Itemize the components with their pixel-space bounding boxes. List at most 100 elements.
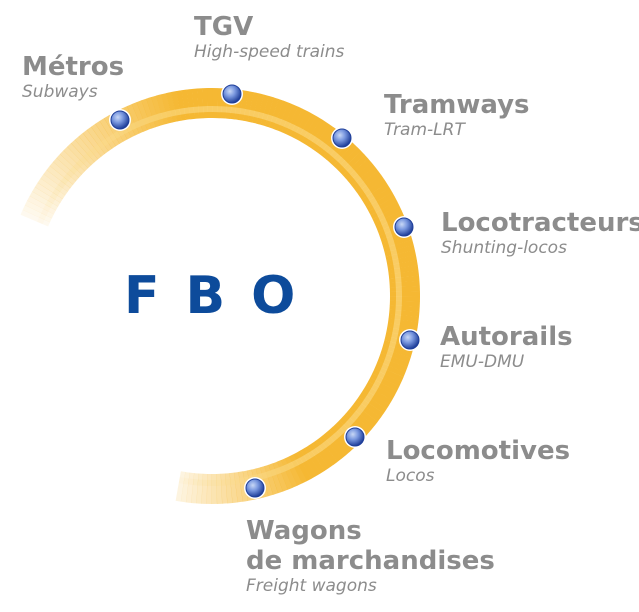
ring-highlight: [384, 354, 393, 362]
ring-highlight: [52, 188, 61, 196]
ring-segment: [345, 158, 372, 182]
ring-highlight: [300, 129, 308, 137]
ring-highlight: [394, 314, 402, 321]
ring-highlight: [270, 115, 278, 124]
ring-segment: [52, 157, 79, 182]
ring-highlight: [109, 133, 117, 142]
ring-highlight: [160, 111, 168, 119]
ring-segment: [387, 318, 419, 328]
ring-highlight: [358, 181, 367, 189]
ring-highlight: [337, 156, 346, 165]
ring-highlight: [377, 371, 386, 379]
ring-highlight: [371, 201, 380, 209]
ring-highlight: [315, 445, 323, 454]
ring-highlight: [323, 144, 331, 153]
ring-highlight: [394, 272, 402, 279]
ring-segment: [339, 150, 365, 176]
ring-highlight: [50, 192, 58, 200]
segment-label-autorails: Autorails EMU-DMU: [440, 322, 573, 372]
ring-highlight: [121, 126, 129, 135]
ring-highlight: [83, 153, 91, 161]
ring-segment: [363, 385, 393, 405]
ring-segment: [151, 95, 165, 126]
ring-segment: [186, 88, 195, 120]
ring-highlight: [381, 363, 389, 371]
segment-title: Locotracteurs: [441, 208, 639, 238]
ring-highlight: [248, 109, 255, 117]
ring-segment: [376, 215, 406, 232]
ring-segment: [329, 140, 354, 166]
ring-highlight: [319, 141, 328, 150]
ring-highlight: [257, 111, 264, 120]
ring-segment: [171, 91, 182, 122]
ring-segment: [276, 460, 293, 490]
ring-segment: [377, 356, 408, 373]
ring-segment: [24, 200, 54, 219]
segment-label-tgv: TGV High-speed trains: [194, 12, 344, 62]
ring-segment: [356, 174, 385, 197]
ring-highlight: [188, 478, 194, 486]
ring-highlight: [230, 106, 237, 114]
ring-highlight: [330, 434, 338, 442]
ring-segment: [34, 182, 63, 203]
ring-segment: [296, 450, 316, 479]
ring-highlight: [308, 134, 316, 142]
ring-segment: [46, 165, 74, 189]
ring-dot-core: [394, 217, 414, 237]
segment-subtitle: Subways: [22, 82, 98, 102]
ring-segment: [268, 463, 284, 494]
ring-dot-autorails: [399, 329, 421, 351]
ring-segment: [277, 102, 294, 133]
ring-segment: [180, 471, 190, 503]
ring-segment: [20, 209, 51, 227]
ring-segment: [161, 93, 173, 124]
ring-highlight: [156, 112, 163, 121]
ring-segment: [181, 89, 191, 120]
ring-highlight: [184, 107, 190, 115]
ring-segment: [336, 147, 362, 173]
ring-highlight: [330, 150, 339, 159]
ring-segment: [326, 429, 350, 456]
ring-highlight: [239, 108, 246, 115]
ring-highlight: [336, 427, 345, 436]
ring-segment: [359, 179, 388, 200]
ring-highlight: [113, 131, 121, 139]
ring-highlight: [389, 244, 397, 252]
ring-highlight: [296, 127, 304, 135]
segment-title: Métros: [22, 52, 125, 82]
ring-highlight: [57, 180, 66, 189]
ring-highlight: [278, 465, 286, 473]
ring-segment: [308, 443, 330, 471]
ring-highlight: [353, 174, 361, 182]
ring-segment: [304, 445, 325, 474]
ring-highlight: [270, 468, 277, 477]
segment-subtitle: Shunting-locos: [441, 238, 567, 258]
ring-segment: [259, 466, 274, 497]
segment-subtitle: Tram-LRT: [384, 120, 465, 140]
segment-label-tramways: Tramways Tram-LRT: [384, 90, 530, 140]
ring-segment: [264, 97, 279, 128]
ring-segment: [372, 205, 402, 224]
ring-segment: [383, 340, 414, 353]
ring-segment: [136, 100, 152, 131]
ring-segment: [333, 143, 358, 169]
ring-highlight: [366, 392, 375, 400]
ring-segment: [256, 94, 269, 125]
ring-highlight: [41, 208, 49, 216]
ring-highlight: [55, 184, 63, 192]
ring-segment: [379, 352, 410, 368]
ring-dot-metros: [109, 109, 131, 131]
ring-highlight: [174, 108, 181, 116]
ring-segment: [312, 124, 334, 152]
ring-highlight: [322, 439, 331, 448]
ring-highlight: [235, 107, 241, 115]
ring-highlight: [279, 119, 287, 127]
ring-segment: [381, 344, 413, 358]
ring-highlight: [93, 144, 102, 152]
segment-label-metros: Métros Subways: [22, 52, 124, 102]
ring-segment: [348, 162, 375, 186]
ring-segment: [372, 369, 402, 387]
ring-segment: [308, 121, 330, 150]
ring-highlight: [390, 249, 398, 256]
ring-segment: [59, 150, 86, 175]
